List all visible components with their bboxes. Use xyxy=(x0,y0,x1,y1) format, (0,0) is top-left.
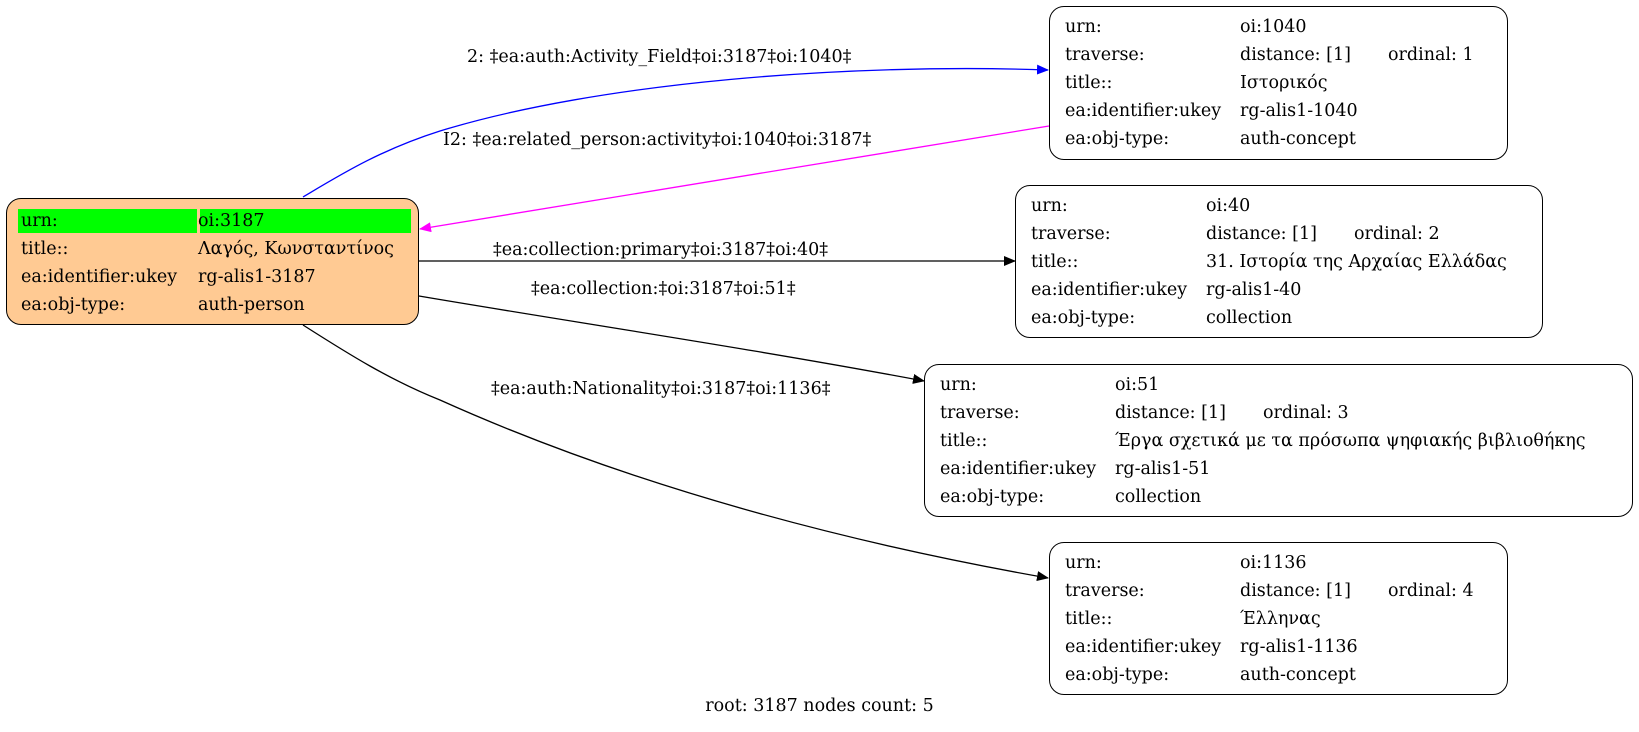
title-value: Έργα σχετικά με τα πρόσωπα ψηφιακής βιβλ… xyxy=(1115,431,1586,451)
type-key: ea:obj-type: xyxy=(940,487,1045,507)
distance-value: distance: [1] xyxy=(1115,403,1226,423)
node-oi-1040[interactable]: urn: oi:1040 traverse: distance: [1] ord… xyxy=(1049,6,1508,160)
type-key: ea:obj-type: xyxy=(1065,129,1170,149)
ukey-key: ea:identifier:ukey xyxy=(1065,101,1222,121)
title-value: Έλληνας xyxy=(1240,609,1321,629)
ukey-value: rg-alis1-1136 xyxy=(1240,637,1358,657)
footer-caption: root: 3187 nodes count: 5 xyxy=(705,696,934,716)
urn-key: urn: xyxy=(940,375,977,395)
edge-label-activity-field: 2: ‡ea:auth:Activity_Field‡oi:3187‡oi:10… xyxy=(467,47,852,67)
node-oi-40[interactable]: urn: oi:40 traverse: distance: [1] ordin… xyxy=(1015,185,1543,338)
ukey-value: rg-alis1-51 xyxy=(1115,459,1211,479)
distance-value: distance: [1] xyxy=(1240,45,1351,65)
ukey-value: rg-alis1-3187 xyxy=(198,267,316,287)
urn-value: oi:40 xyxy=(1206,196,1251,216)
edge-label-collection-primary: ‡ea:collection:primary‡oi:3187‡oi:40‡ xyxy=(493,240,829,260)
distance-value: distance: [1] xyxy=(1240,581,1351,601)
ordinal-value: ordinal: 4 xyxy=(1388,581,1474,601)
title-value: Λαγός, Κωνσταντίνος xyxy=(198,239,394,259)
traverse-key: traverse: xyxy=(1065,45,1145,65)
type-value: auth-concept xyxy=(1240,665,1356,685)
root-node[interactable]: urn: oi:3187 title:: Λαγός, Κωνσταντίνος… xyxy=(6,198,419,325)
edge-activity-field xyxy=(302,64,1049,198)
ukey-value: rg-alis1-1040 xyxy=(1240,101,1358,121)
distance-value: distance: [1] xyxy=(1206,224,1317,244)
ukey-key: ea:identifier:ukey xyxy=(1065,637,1222,657)
edge-label-nationality: ‡ea:auth:Nationality‡oi:3187‡oi:1136‡ xyxy=(491,379,831,399)
type-value: collection xyxy=(1206,308,1293,328)
title-key: title:: xyxy=(1065,609,1113,629)
urn-key: urn: xyxy=(1065,553,1102,573)
title-key: title:: xyxy=(940,431,988,451)
type-value: auth-person xyxy=(198,295,305,315)
ukey-key: ea:identifier:ukey xyxy=(940,459,1097,479)
ordinal-value: ordinal: 2 xyxy=(1354,224,1440,244)
title-key: title:: xyxy=(1031,252,1079,272)
title-value: Ιστορικός xyxy=(1240,73,1328,93)
node-oi-51[interactable]: urn: oi:51 traverse: distance: [1] ordin… xyxy=(924,364,1633,517)
urn-key: urn: xyxy=(21,211,58,231)
title-key: title:: xyxy=(21,239,69,259)
urn-value: oi:51 xyxy=(1115,375,1160,395)
title-value: 31. Ιστορία της Αρχαίας Ελλάδας xyxy=(1206,252,1507,272)
type-value: collection xyxy=(1115,487,1202,507)
edge-label-related-person-activity: I2: ‡ea:related_person:activity‡oi:1040‡… xyxy=(443,130,872,150)
urn-key: urn: xyxy=(1031,196,1068,216)
urn-value: oi:3187 xyxy=(198,211,265,231)
ukey-value: rg-alis1-40 xyxy=(1206,280,1302,300)
type-key: ea:obj-type: xyxy=(21,295,126,315)
type-key: ea:obj-type: xyxy=(1031,308,1136,328)
traverse-key: traverse: xyxy=(1065,581,1145,601)
urn-value: oi:1136 xyxy=(1240,553,1307,573)
urn-key: urn: xyxy=(1065,17,1102,37)
urn-value: oi:1040 xyxy=(1240,17,1307,37)
traverse-key: traverse: xyxy=(940,403,1020,423)
edge-collection xyxy=(418,295,925,384)
node-oi-1136[interactable]: urn: oi:1136 traverse: distance: [1] ord… xyxy=(1049,542,1508,695)
title-key: title:: xyxy=(1065,73,1113,93)
edge-label-collection: ‡ea:collection:‡oi:3187‡oi:51‡ xyxy=(531,279,796,299)
edge-related-person-activity xyxy=(419,125,1050,233)
type-key: ea:obj-type: xyxy=(1065,665,1170,685)
ordinal-value: ordinal: 3 xyxy=(1263,403,1349,423)
ordinal-value: ordinal: 1 xyxy=(1388,45,1474,65)
traverse-key: traverse: xyxy=(1031,224,1111,244)
ukey-key: ea:identifier:ukey xyxy=(1031,280,1188,300)
type-value: auth-concept xyxy=(1240,129,1356,149)
ukey-key: ea:identifier:ukey xyxy=(21,267,178,287)
edge-nationality xyxy=(302,324,1049,582)
